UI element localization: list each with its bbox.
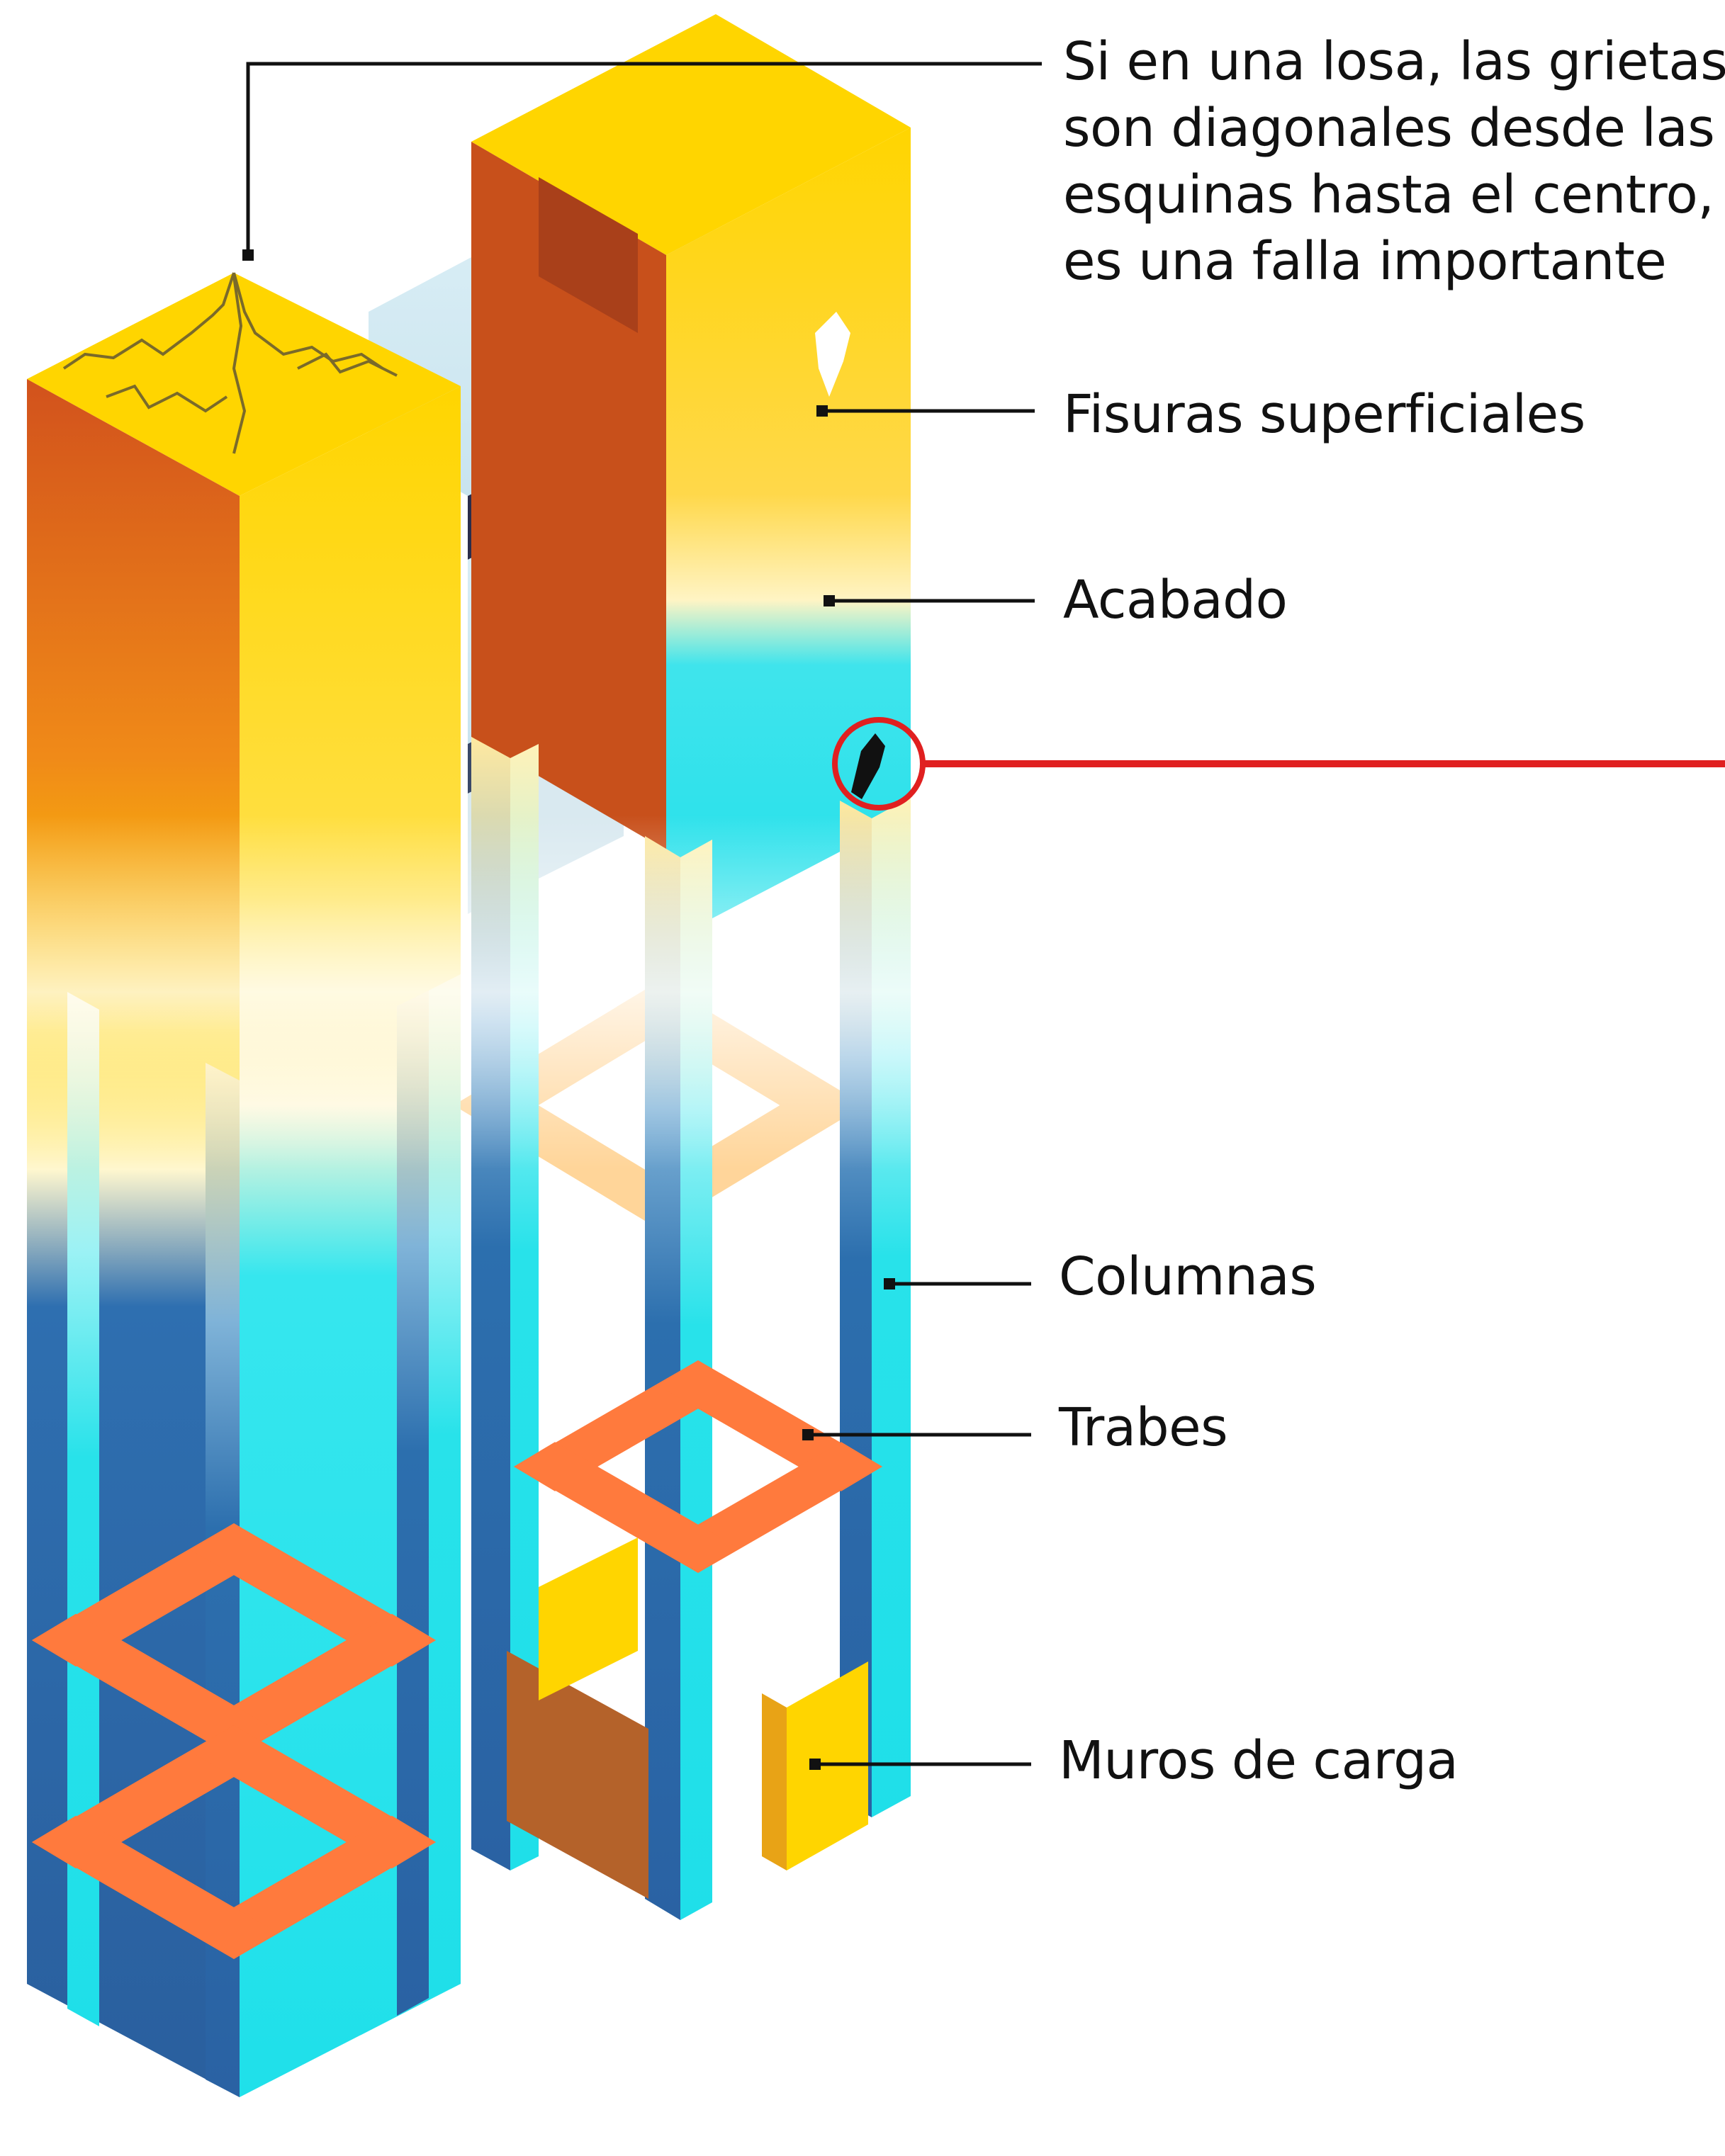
leader-slab-cracks (246, 62, 1042, 255)
beam-diamond-right-front (514, 1360, 882, 1573)
right-tower-face-shade (539, 177, 638, 333)
slab-cracks-text-line-2: son diagonales desde las (1063, 98, 1715, 159)
crack-line (297, 352, 398, 377)
beam-segment (32, 1613, 278, 1757)
crack-line (106, 384, 228, 413)
right-tower-top-slab (471, 14, 911, 255)
leader-anchor (802, 1429, 814, 1440)
slab-crack-lines (62, 272, 398, 454)
columns-label: Columnas (1059, 1246, 1317, 1307)
mid-glow (0, 815, 921, 1169)
slab-cracks-text-line-3: esquinas hasta el centro, (1063, 164, 1714, 225)
right-tower-side-face (666, 128, 911, 942)
crack-line (232, 272, 384, 370)
load-wall-back (539, 1537, 638, 1700)
column-left-back (397, 990, 429, 2016)
leader-anchor (816, 405, 828, 417)
beam-segment (514, 1442, 739, 1573)
leader-anchor (809, 1759, 821, 1770)
slab-cracks-text-line-4: es una falla importante (1063, 231, 1667, 292)
crack-detail-mark (851, 733, 885, 799)
leader-anchor (242, 249, 254, 261)
leader-anchor-points (242, 249, 895, 1770)
finish-label: Acabado (1063, 570, 1288, 631)
left-tower-top-slab (27, 273, 461, 496)
column-left-back-side (429, 974, 461, 1998)
beam-diamond-left-front-upper (32, 1523, 436, 1757)
crack-line (232, 276, 247, 454)
beam-diamond-left-front-lower (32, 1725, 436, 1959)
column-left-front-left (67, 992, 99, 2026)
leader-lines (246, 62, 1042, 1766)
surface-fissures-label: Fisuras superficiales (1063, 384, 1585, 445)
crack-line (62, 272, 235, 370)
beams-label: Trabes (1059, 1397, 1228, 1458)
surface-fissure-mark (815, 312, 850, 397)
slab-cracks-callout: Si en una losa, las grietas son diagonal… (1063, 28, 1725, 295)
beam-segment (32, 1815, 278, 1959)
leader-anchor (824, 595, 835, 606)
load-walls-label: Muros de carga (1059, 1730, 1459, 1791)
slab-cracks-text-line-1: Si en una losa, las grietas (1063, 31, 1725, 92)
leader-anchor (884, 1278, 895, 1289)
load-wall-small-edge (762, 1693, 787, 1870)
load-wall-front (507, 1651, 648, 1899)
